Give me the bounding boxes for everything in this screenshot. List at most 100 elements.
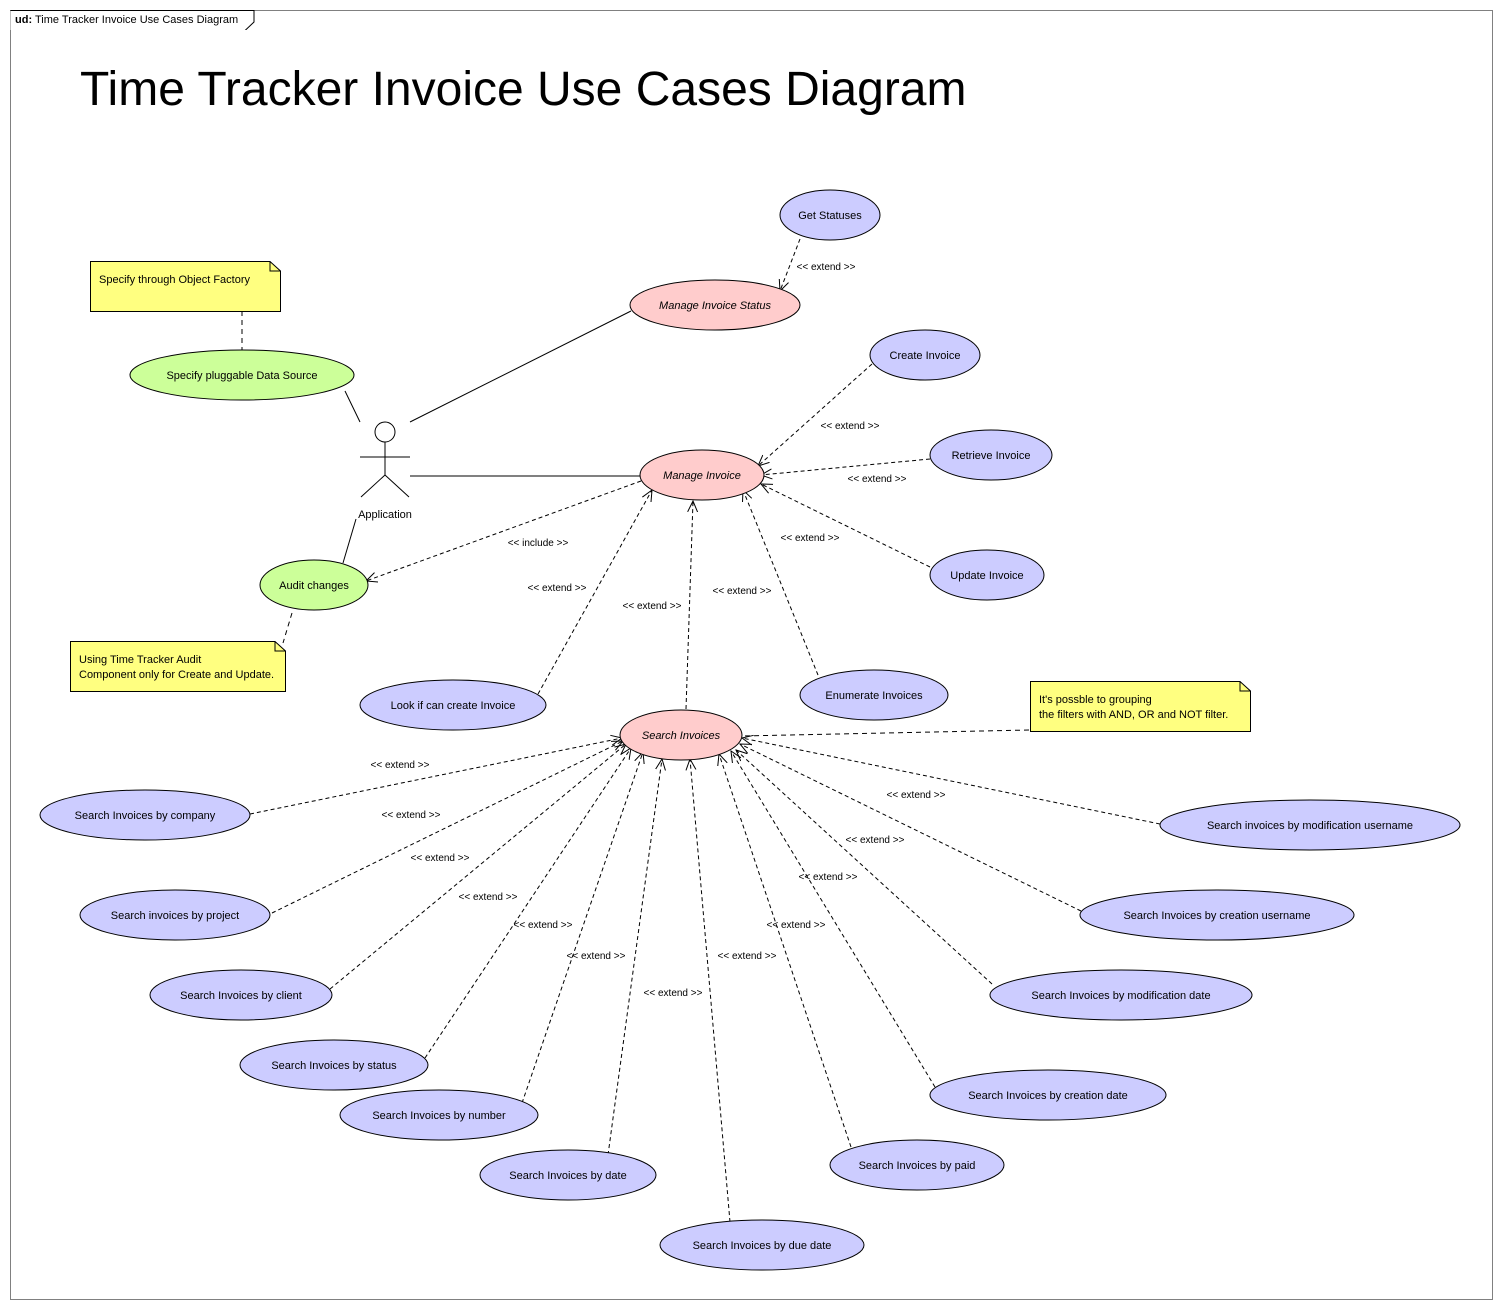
note-shape	[90, 261, 281, 312]
usecase-search-company[interactable]: Search Invoices by company	[39, 789, 251, 841]
note-line: the filters with AND, OR and NOT filter.	[1039, 709, 1228, 721]
usecase-audit-changes[interactable]: Audit changes	[259, 559, 369, 611]
relation-label: << extend >>	[382, 810, 441, 821]
relation-search-status-to-search-invoices	[424, 748, 631, 1059]
usecase-get-statuses[interactable]: Get Statuses	[779, 189, 881, 241]
note-fold	[1239, 681, 1251, 692]
usecase-label: Get Statuses	[798, 210, 862, 222]
usecase-shape	[149, 969, 333, 1021]
relation-enumerate-invoices-to-manage-invoice	[743, 490, 819, 676]
usecase-search-invoices[interactable]: Search Invoices	[619, 709, 743, 761]
usecase-shape	[869, 329, 981, 381]
usecase-enumerate-invoices[interactable]: Enumerate Invoices	[799, 669, 949, 721]
usecase-search-modification-username[interactable]: Search invoices by modification username	[1159, 799, 1461, 851]
relation-label: << extend >>	[821, 421, 880, 432]
note-shape	[1030, 681, 1251, 732]
usecase-shape	[659, 1219, 865, 1271]
usecase-label: Retrieve Invoice	[952, 450, 1031, 462]
usecase-shape	[779, 189, 881, 241]
usecase-search-client[interactable]: Search Invoices by client	[149, 969, 333, 1021]
relation-label: << extend >>	[887, 790, 946, 801]
note-link-note-grouping	[741, 729, 1030, 737]
usecase-shape	[39, 789, 251, 841]
relation-search-paid-to-search-invoices	[719, 754, 852, 1148]
note-fold	[269, 261, 281, 272]
usecase-shape	[929, 429, 1053, 481]
actor-label: Application	[358, 509, 412, 521]
relation-label: << extend >>	[644, 988, 703, 999]
frame-tab	[10, 10, 255, 30]
relation-search-number-to-search-invoices	[521, 752, 643, 1104]
usecase-label: Audit changes	[279, 580, 349, 592]
actor-application[interactable]: Application	[358, 421, 412, 521]
frame-name: Time Tracker Invoice Use Cases Diagram	[34, 14, 239, 26]
relation-label: << extend >>	[459, 892, 518, 903]
usecase-shape	[479, 1149, 657, 1201]
association-manage-invoice-status	[409, 310, 632, 423]
usecase-search-date[interactable]: Search Invoices by date	[479, 1149, 657, 1201]
relation-update-invoice-to-manage-invoice	[761, 484, 931, 568]
usecase-manage-invoice-status[interactable]: Manage Invoice Status	[629, 279, 801, 331]
note-link-note-audit	[282, 612, 293, 644]
usecase-label: Search Invoices by creation username	[1123, 910, 1310, 922]
usecase-search-paid[interactable]: Search Invoices by paid	[829, 1139, 1005, 1191]
usecase-shape	[1079, 889, 1355, 941]
usecase-shape	[639, 449, 765, 501]
relation-get-statuses-to-manage-invoice-status	[780, 238, 801, 291]
usecase-search-number[interactable]: Search Invoices by number	[339, 1089, 539, 1141]
relation-search-project-to-search-invoices	[271, 741, 623, 914]
note-line: Using Time Tracker Audit	[79, 654, 201, 666]
frame-tab-label: ud: Time Tracker Invoice Use Cases Diagr…	[15, 14, 239, 26]
relation-label: << extend >>	[797, 262, 856, 273]
relation-search-client-to-search-invoices	[329, 744, 626, 990]
relation-label: << extend >>	[514, 920, 573, 931]
relation-create-invoice-to-manage-invoice	[758, 363, 873, 466]
usecase-search-creation-date[interactable]: Search Invoices by creation date	[929, 1069, 1167, 1121]
usecase-search-project[interactable]: Search invoices by project	[79, 889, 271, 941]
usecase-search-due-date[interactable]: Search Invoices by due date	[659, 1219, 865, 1271]
usecase-shape	[239, 1039, 429, 1091]
usecase-label: Search invoices by modification username	[1207, 820, 1413, 832]
usecase-shape	[129, 349, 355, 401]
usecase-shape	[79, 889, 271, 941]
usecase-update-invoice[interactable]: Update Invoice	[929, 549, 1045, 601]
note-shape	[70, 641, 286, 692]
relation-search-modification-date-to-search-invoices	[736, 750, 993, 985]
usecase-create-invoice[interactable]: Create Invoice	[869, 329, 981, 381]
usecase-shape	[359, 679, 547, 731]
note-line: It's possble to grouping	[1039, 694, 1152, 706]
usecase-search-status[interactable]: Search Invoices by status	[239, 1039, 429, 1091]
usecase-label: Search Invoices by date	[509, 1170, 626, 1182]
actor-leg-left	[360, 474, 386, 498]
usecase-label: Manage Invoice	[663, 470, 741, 482]
usecase-specify-data-source[interactable]: Specify pluggable Data Source	[129, 349, 355, 401]
relation-label: << extend >>	[623, 601, 682, 612]
usecase-shape	[1159, 799, 1461, 851]
usecase-label: Search Invoices by creation date	[968, 1090, 1128, 1102]
diagram-frame	[10, 10, 1493, 1300]
relation-label: << extend >>	[846, 835, 905, 846]
usecase-search-modification-date[interactable]: Search Invoices by modification date	[989, 969, 1253, 1021]
relation-label: << extend >>	[567, 951, 626, 962]
note-object-factory: Specify through Object Factory	[90, 261, 281, 312]
usecase-manage-invoice[interactable]: Manage Invoice	[639, 449, 765, 501]
relation-label: << extend >>	[713, 586, 772, 597]
usecase-shape	[829, 1139, 1005, 1191]
usecase-label: Manage Invoice Status	[659, 300, 771, 312]
usecase-retrieve-invoice[interactable]: Retrieve Invoice	[929, 429, 1053, 481]
usecase-label: Search Invoices by paid	[859, 1160, 976, 1172]
note-line: Specify through Object Factory	[99, 274, 251, 286]
usecase-label: Search Invoices by company	[75, 810, 216, 822]
usecase-shape	[929, 1069, 1167, 1121]
usecase-shape	[259, 559, 369, 611]
usecase-label: Search Invoices by modification date	[1031, 990, 1210, 1002]
usecase-search-creation-username[interactable]: Search Invoices by creation username	[1079, 889, 1355, 941]
usecase-shape	[619, 709, 743, 761]
relation-label: << extend >>	[767, 920, 826, 931]
usecase-look-if-create[interactable]: Look if can create Invoice	[359, 679, 547, 731]
relation-search-date-to-search-invoices	[607, 759, 662, 1156]
association-audit-changes	[342, 518, 357, 564]
usecase-label: Search Invoices by client	[180, 990, 302, 1002]
